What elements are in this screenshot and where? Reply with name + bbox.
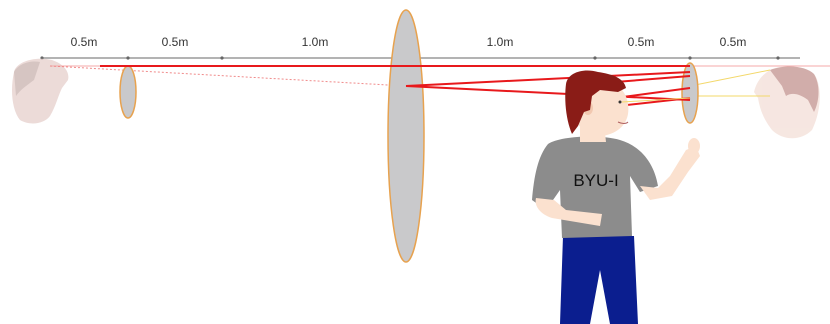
segment-label: 0.5m: [71, 35, 98, 49]
ruler-tick: [220, 56, 224, 60]
eyepiece-lens: [681, 62, 699, 124]
ruler-tick: [593, 56, 597, 60]
right-arm: [640, 146, 700, 200]
pants: [560, 236, 638, 324]
shirt-logo: BYU-I: [573, 171, 618, 190]
large-lens: [387, 9, 425, 263]
eye-ray: [621, 97, 691, 103]
person-icon: BYU-I: [532, 70, 700, 324]
red-rays: [100, 65, 691, 109]
segment-label: 0.5m: [720, 35, 747, 49]
hair: [565, 70, 626, 134]
right-ghost-head-icon: [754, 66, 820, 139]
ruler-tick: [776, 56, 780, 60]
small-lens-left: [119, 65, 137, 119]
distance-ruler: 0.5m 0.5m 1.0m 1.0m 0.5m 0.5m: [40, 35, 800, 60]
ruler-tick: [688, 56, 692, 60]
faint-rays: [49, 65, 830, 97]
left-arm: [535, 198, 602, 226]
ruler-tick: [126, 56, 130, 60]
segment-label: 0.5m: [628, 35, 655, 49]
left-ghost-head-icon: [12, 58, 69, 124]
segment-label: 1.0m: [487, 35, 514, 49]
segment-label: 1.0m: [302, 35, 329, 49]
segment-label: 0.5m: [162, 35, 189, 49]
